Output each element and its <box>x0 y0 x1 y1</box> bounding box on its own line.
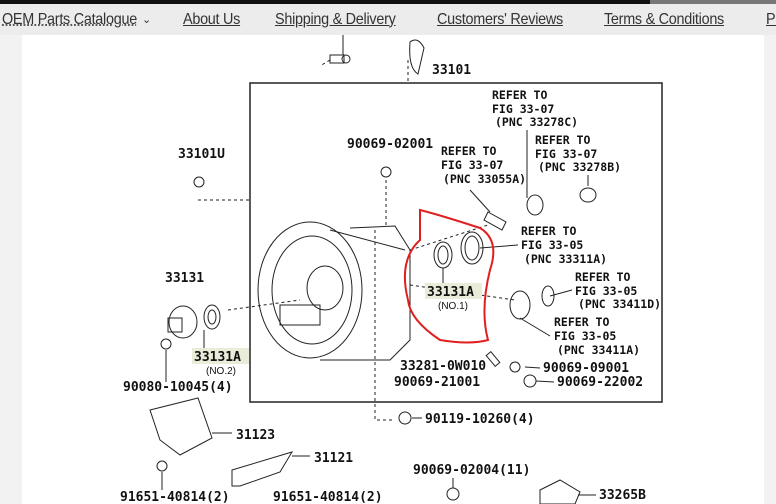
seal-parts <box>167 187 597 388</box>
part-label[interactable]: 91651-40814(2) <box>273 490 383 504</box>
part-label[interactable]: 90069-21001 <box>394 375 480 390</box>
part-label[interactable]: 90080-10045(4) <box>123 380 233 395</box>
svg-text:FIG 33-05: FIG 33-05 <box>521 238 583 252</box>
part-label[interactable]: 90069-02004(11) <box>413 463 530 478</box>
dashed-guides <box>198 59 516 421</box>
chevron-down-icon[interactable]: ⌄ <box>141 14 152 26</box>
svg-text:FIG 33-07: FIG 33-07 <box>441 158 503 172</box>
nav-shipping-delivery[interactable]: Shipping & Delivery <box>274 10 396 28</box>
svg-text:FIG 33-07: FIG 33-07 <box>535 147 597 161</box>
svg-text:REFER TO: REFER TO <box>521 224 576 238</box>
svg-text:(PNC 33055A): (PNC 33055A) <box>443 172 526 186</box>
bolt-icon <box>329 54 351 64</box>
part-label[interactable]: 90069-22002 <box>557 375 643 390</box>
svg-text:(PNC 33278C): (PNC 33278C) <box>495 115 578 129</box>
top-bar <box>0 0 776 4</box>
highlight-33131A-no2 <box>192 348 249 364</box>
cover-parts <box>149 166 581 504</box>
svg-text:REFER TO: REFER TO <box>535 133 590 147</box>
nav-privacy[interactable]: Privacy <box>765 10 776 28</box>
part-label[interactable]: 91651-40814(2) <box>120 490 230 504</box>
main-nav: OEM Parts Catalogue ⌄ About Us Shipping … <box>0 4 776 35</box>
svg-text:REFER TO: REFER TO <box>492 88 547 102</box>
part-label[interactable]: 33281-0W010 <box>400 359 486 374</box>
part-label[interactable]: 33131A <box>427 285 474 300</box>
leader-lines <box>161 130 596 496</box>
nav-oem-parts-catalogue[interactable]: OEM Parts Catalogue <box>2 10 137 28</box>
nav-customers-reviews[interactable]: Customers' Reviews <box>436 10 563 28</box>
svg-text:REFER TO: REFER TO <box>554 315 609 329</box>
highlight-33131A-no1 <box>425 283 482 299</box>
part-label[interactable]: 33101U <box>178 147 225 162</box>
part-label[interactable]: 33131A <box>194 350 241 365</box>
part-label[interactable]: 90119-10260(4) <box>425 412 535 427</box>
red-annotation-loop <box>403 208 495 344</box>
svg-text:(PNC 33411D): (PNC 33411D) <box>578 297 661 311</box>
part-label[interactable]: 31121 <box>314 451 353 466</box>
svg-text:(PNC 33411A): (PNC 33411A) <box>557 343 640 357</box>
nav-about-us[interactable]: About Us <box>183 10 241 28</box>
svg-text:FIG 33-07: FIG 33-07 <box>492 102 554 116</box>
assembly-frame <box>249 82 663 403</box>
svg-text:FIG 33-05: FIG 33-05 <box>575 284 637 298</box>
part-label[interactable]: 33131 <box>165 271 204 286</box>
svg-text:REFER TO: REFER TO <box>441 144 496 158</box>
svg-text:(PNC 33278B): (PNC 33278B) <box>538 160 621 174</box>
part-label[interactable]: 33265B <box>599 488 646 503</box>
svg-text:FIG 33-05: FIG 33-05 <box>554 329 616 343</box>
transmission-housing <box>257 221 411 361</box>
part-label[interactable]: 90069-02001 <box>347 137 433 152</box>
part-sublabel: (NO.2) <box>206 366 236 377</box>
part-label[interactable]: 90069-09001 <box>543 361 629 376</box>
part-label[interactable]: 31123 <box>236 428 275 443</box>
nav-terms-conditions[interactable]: Terms & Conditions <box>604 10 725 28</box>
svg-text:REFER TO: REFER TO <box>575 270 630 284</box>
mount-part-icon <box>409 39 425 75</box>
part-sublabel: (NO.1) <box>438 301 468 312</box>
svg-text:(PNC 33311A): (PNC 33311A) <box>524 252 607 266</box>
diagram-container <box>22 35 764 504</box>
part-label[interactable]: 33101 <box>432 63 471 78</box>
top-bar-accent <box>650 0 776 4</box>
